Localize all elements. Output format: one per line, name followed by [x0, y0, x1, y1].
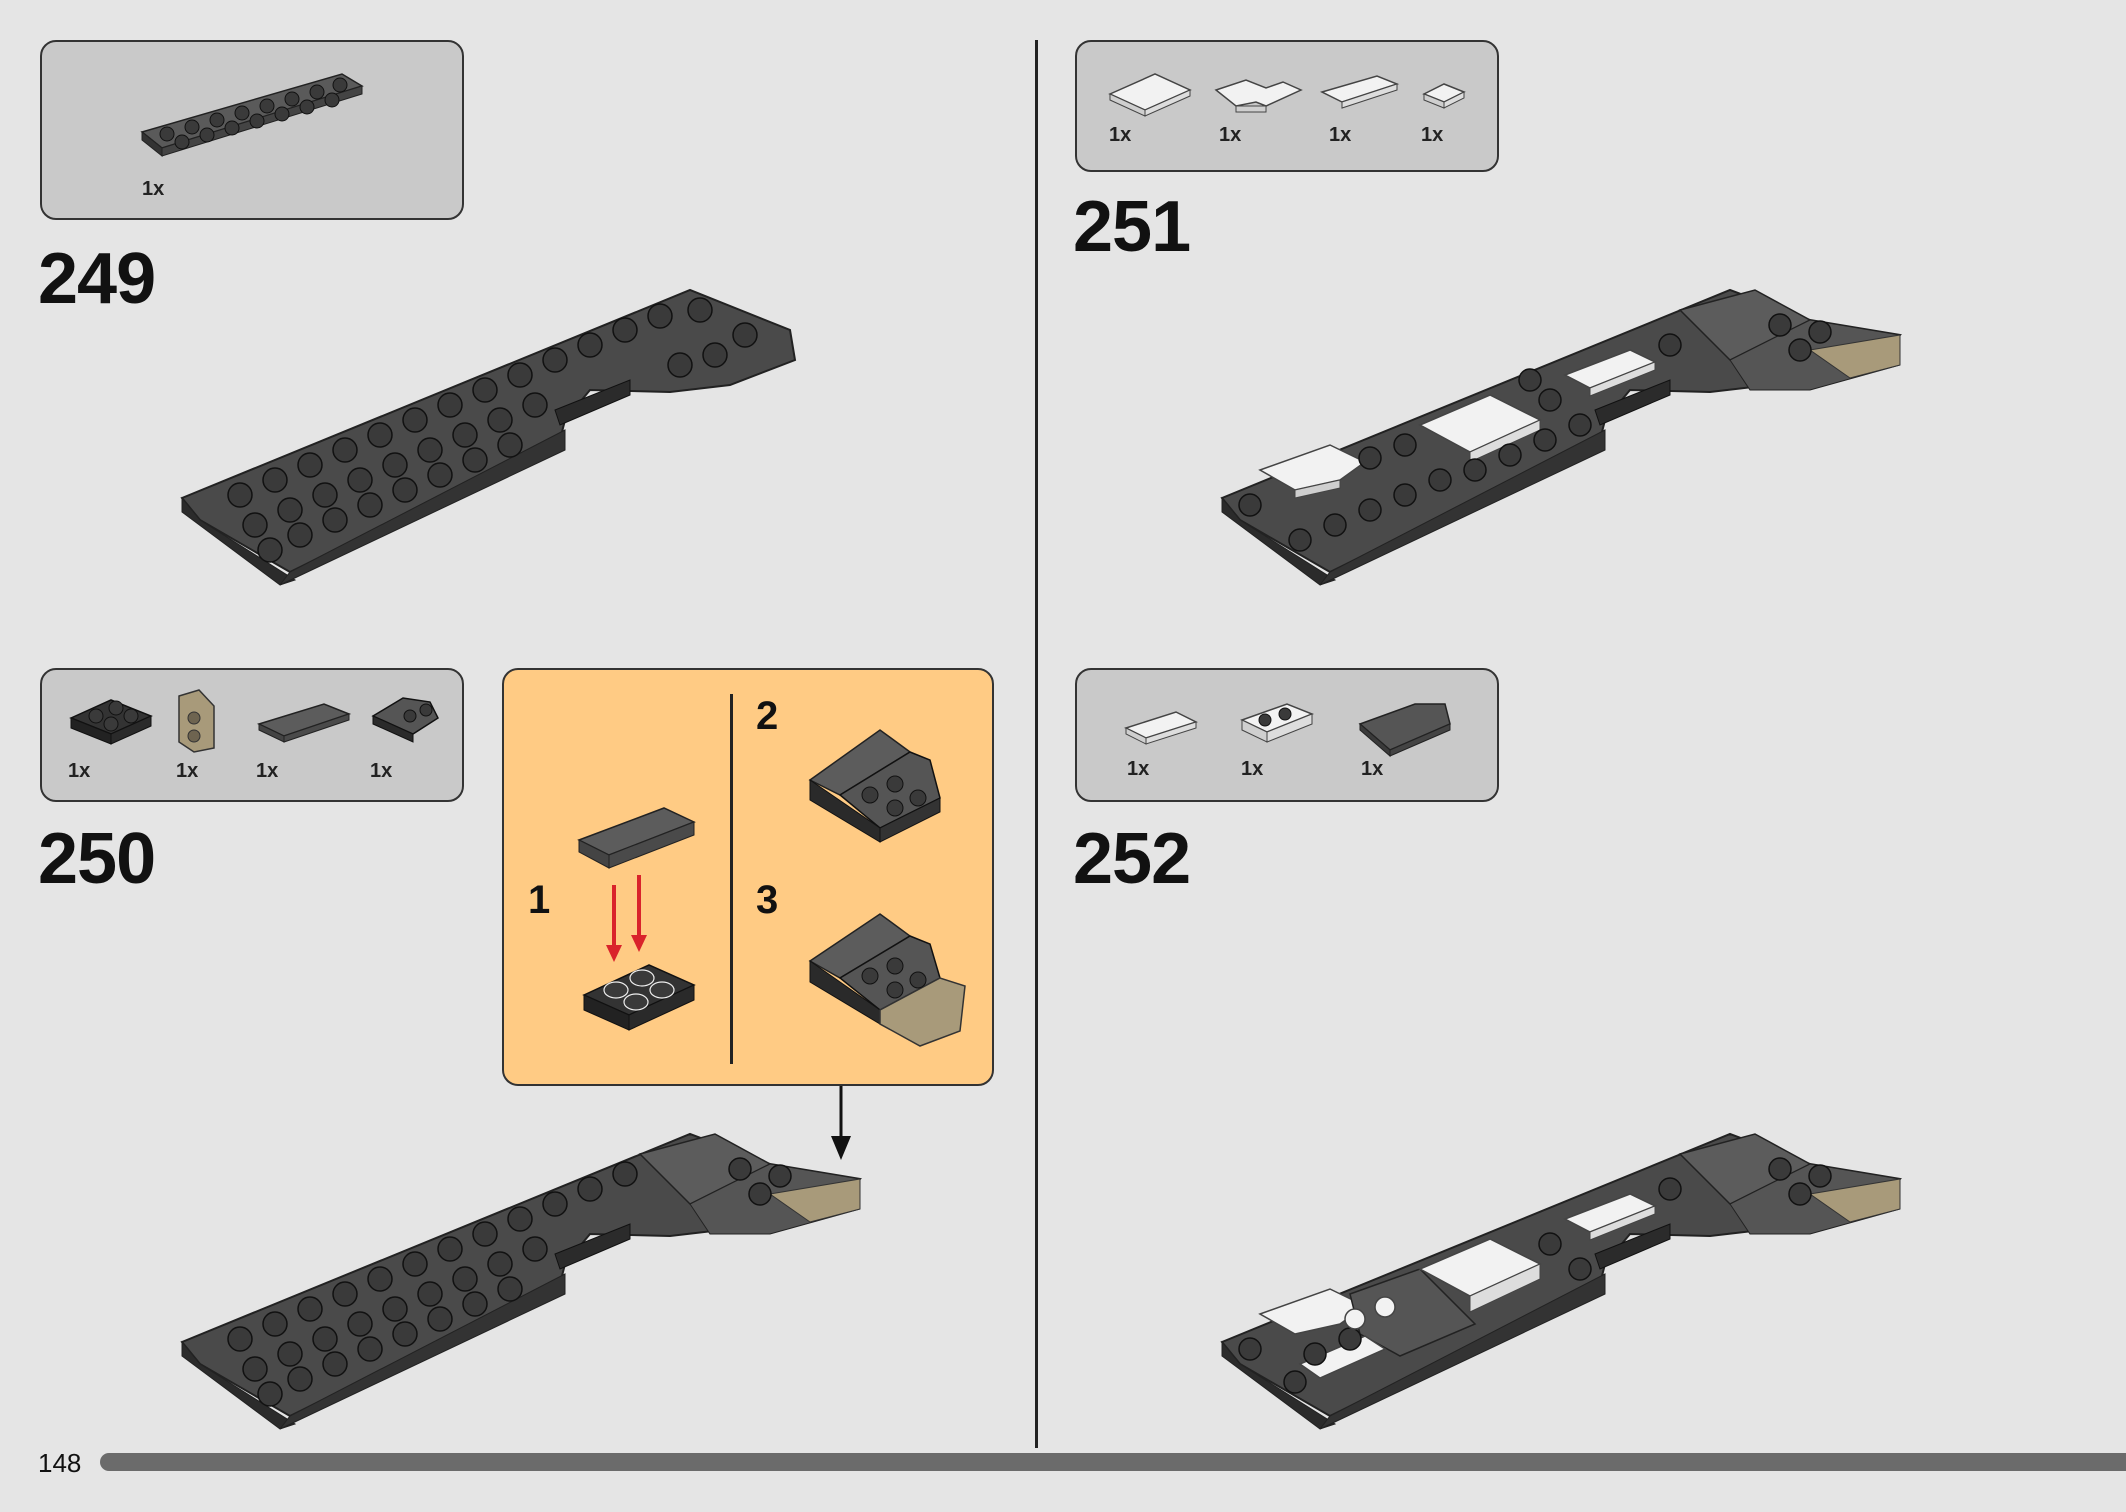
substep-2-icon: [808, 729, 941, 843]
step-number-251: 251: [1073, 187, 1191, 267]
part-qty: 1x: [1361, 758, 1384, 780]
part-wedge-tile-icon: [1358, 703, 1451, 758]
part-plate-2x2-icon: [69, 699, 153, 745]
page-divider: [1035, 40, 1038, 1448]
part-wedge-plate-icon: [371, 697, 439, 743]
part-plate-2x8-icon: [140, 73, 364, 158]
substep-3-icon: [808, 913, 966, 1047]
part-qty: 1x: [256, 760, 279, 782]
part-white-tile-2x3-icon: [1108, 73, 1192, 117]
part-qty: 1x: [1127, 758, 1150, 780]
part-qty: 1x: [370, 760, 393, 782]
progress-bar: [100, 1453, 2126, 1471]
substep-number-2: 2: [756, 694, 779, 738]
callout-arrow-icon: [831, 1086, 851, 1160]
part-white-tile-1x3-icon: [1319, 75, 1400, 109]
part-qty: 1x: [1421, 124, 1444, 146]
part-white-plate-jumper-icon: [1240, 703, 1315, 743]
assembly-251-icon: [1220, 288, 1902, 586]
part-white-tile-corner-icon: [1214, 79, 1303, 113]
assembly-250-icon: [180, 1132, 862, 1430]
part-qty: 1x: [1241, 758, 1264, 780]
sub-assembly-callout: 1 2 3: [502, 668, 994, 1086]
callout-divider: [730, 694, 733, 1064]
part-white-tile-1x2-icon: [1422, 83, 1466, 109]
step-number-252: 252: [1073, 819, 1191, 899]
part-tan-bracket-icon: [178, 689, 215, 753]
assembly-249-icon: [180, 288, 797, 586]
part-white-tile-1x3-icon: [1124, 711, 1198, 745]
part-qty: 1x: [1109, 124, 1132, 146]
part-qty: 1x: [1219, 124, 1242, 146]
substep-1-icon: [577, 807, 696, 1031]
parts-panel-252: 1x 1x 1x: [1075, 668, 1499, 802]
part-qty: 1x: [142, 178, 165, 200]
part-qty: 1x: [1329, 124, 1352, 146]
page-number: 148: [38, 1448, 82, 1478]
parts-panel-250: 1x 1x 1x 1x: [40, 668, 464, 802]
part-tile-2x4-icon: [256, 703, 352, 743]
part-qty: 1x: [68, 760, 91, 782]
substep-number-3: 3: [756, 878, 779, 922]
assembly-252-icon: [1220, 1132, 1902, 1430]
parts-panel-249: 1x: [40, 40, 464, 220]
step-number-249: 249: [38, 239, 156, 319]
substep-number-1: 1: [528, 878, 551, 922]
parts-panel-251: 1x 1x 1x 1x: [1075, 40, 1499, 172]
step-number-250: 250: [38, 819, 156, 899]
part-qty: 1x: [176, 760, 199, 782]
